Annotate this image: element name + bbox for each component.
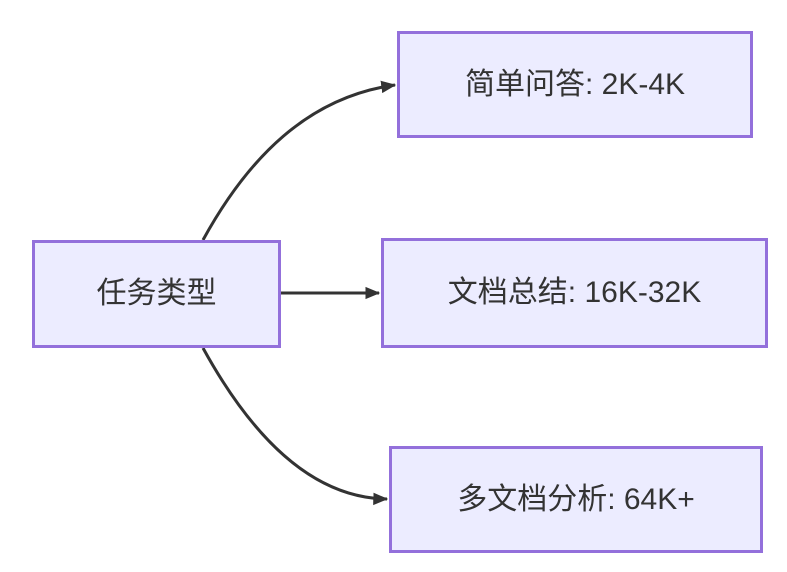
node-task-type: 任务类型 [32, 240, 281, 348]
node-doc-summary-label: 文档总结: 16K-32K [447, 276, 702, 309]
node-multi-doc-label: 多文档分析: 64K+ [457, 482, 695, 516]
node-simple-qa-label: 简单问答: 2K-4K [464, 67, 686, 101]
node-task-type-label: 任务类型 [96, 277, 217, 310]
edge-root-to-multi-doc [201, 347, 389, 506]
edge-root-to-simple-qa [201, 80, 397, 241]
node-multi-doc: 多文档分析: 64K+ [389, 446, 763, 553]
node-doc-summary: 文档总结: 16K-32K [381, 238, 768, 348]
node-simple-qa: 简单问答: 2K-4K [397, 31, 753, 138]
